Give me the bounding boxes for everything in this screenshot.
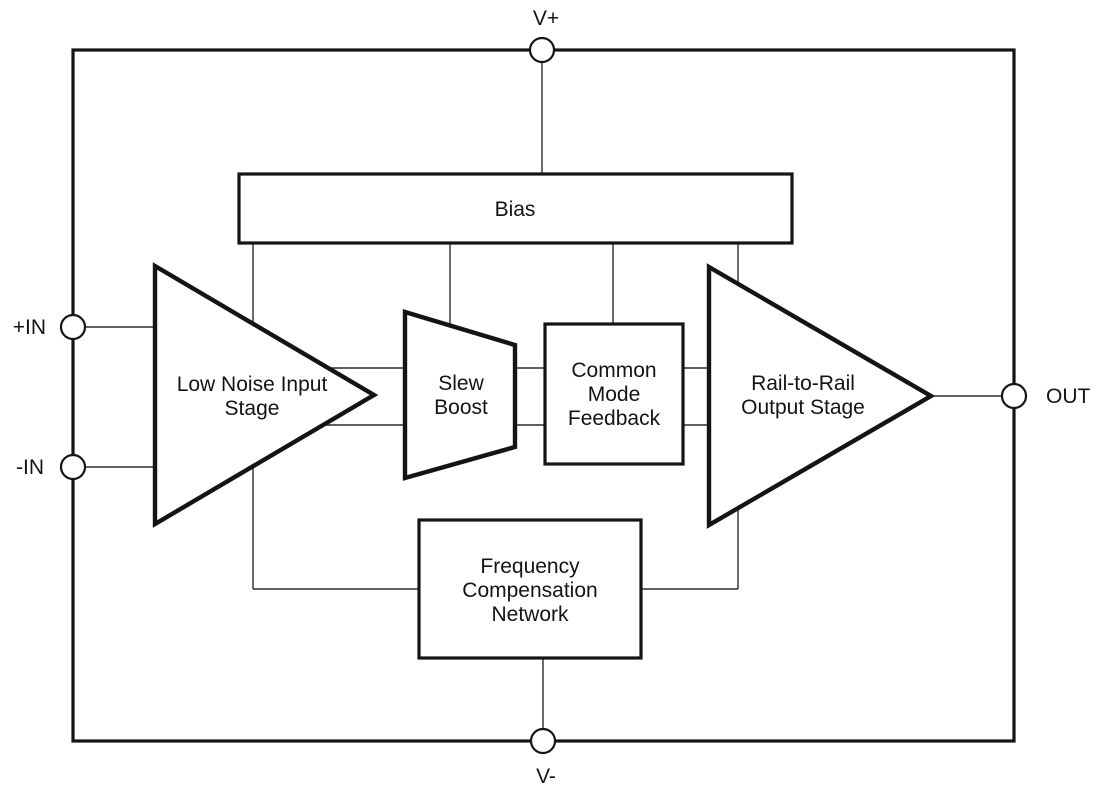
vminus-terminal (529, 727, 557, 755)
inminus-label: -IN (16, 456, 44, 479)
frequency-compensation-block (417, 518, 643, 660)
freqcomp-label-line3: Network (491, 603, 569, 626)
input-stage-triangle (152, 262, 379, 528)
inplus-label: +IN (13, 316, 46, 339)
slew-boost-trapezoid (402, 309, 518, 481)
common-mode-feedback-block (543, 322, 685, 466)
output-stage-triangle (706, 263, 936, 529)
input-stage-label-line2: Stage (225, 397, 280, 420)
output-stage-label-line2: Output Stage (741, 396, 865, 419)
vminus-label: V- (536, 765, 556, 788)
bias-block (237, 172, 794, 245)
vplus-terminal (528, 36, 556, 64)
vplus-label: V+ (533, 7, 559, 30)
freqcomp-label-line2: Compensation (462, 579, 597, 602)
cmf-label-line3: Feedback (568, 407, 661, 430)
out-label: OUT (1046, 385, 1091, 408)
out-terminal (1000, 382, 1028, 410)
bias-label: Bias (495, 198, 536, 221)
freqcomp-label-line1: Frequency (480, 555, 580, 578)
slew-boost-label-line2: Boost (434, 396, 488, 419)
output-stage-label-line1: Rail-to-Rail (751, 372, 855, 395)
cmf-label-line2: Mode (588, 383, 641, 406)
input-stage-label-line1: Low Noise Input (177, 373, 328, 396)
inplus-terminal (59, 313, 87, 341)
slew-boost-label-line1: Slew (438, 372, 484, 395)
cmf-label-line1: Common (571, 359, 656, 382)
inminus-terminal (59, 453, 87, 481)
